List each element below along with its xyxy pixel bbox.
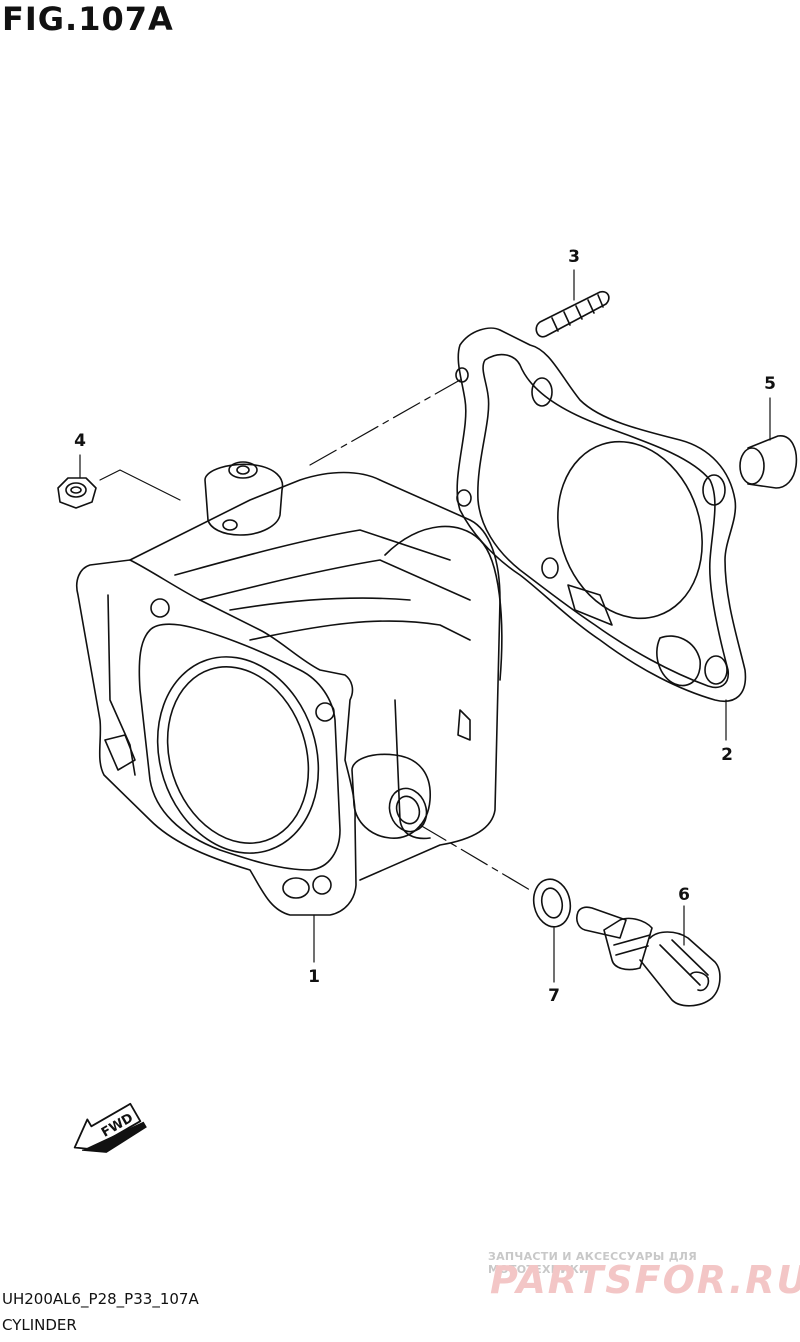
part-cylinder [75, 461, 503, 916]
watermark-tagline: ЗАПЧАСТИ И АКСЕССУАРЫ ДЛЯ МОТОТЕХНИКИ [488, 1250, 698, 1276]
leader-lines [79, 269, 771, 983]
callout-4: 4 [74, 431, 86, 451]
part-washer [532, 878, 572, 928]
callout-5: 5 [764, 374, 776, 394]
callout-1: 1 [308, 967, 320, 987]
footer-diagram-name: CYLINDER [2, 1316, 77, 1334]
callout-3: 3 [568, 247, 580, 267]
part-sensor [576, 906, 721, 1007]
watermark-logo: PARTSFOR.RU [490, 1258, 800, 1302]
callout-7: 7 [548, 986, 560, 1006]
part-dowel-pin [739, 435, 798, 489]
part-stud-bolt [535, 290, 610, 338]
fwd-arrow-icon: FWD [73, 1102, 147, 1153]
callout-6: 6 [678, 885, 690, 905]
callout-2: 2 [721, 745, 733, 765]
part-gasket [455, 327, 747, 702]
figure-title: FIG.107A [2, 0, 174, 38]
footer-diagram-code: UH200AL6_P28_P33_107A [2, 1290, 199, 1308]
part-nut [57, 477, 97, 509]
